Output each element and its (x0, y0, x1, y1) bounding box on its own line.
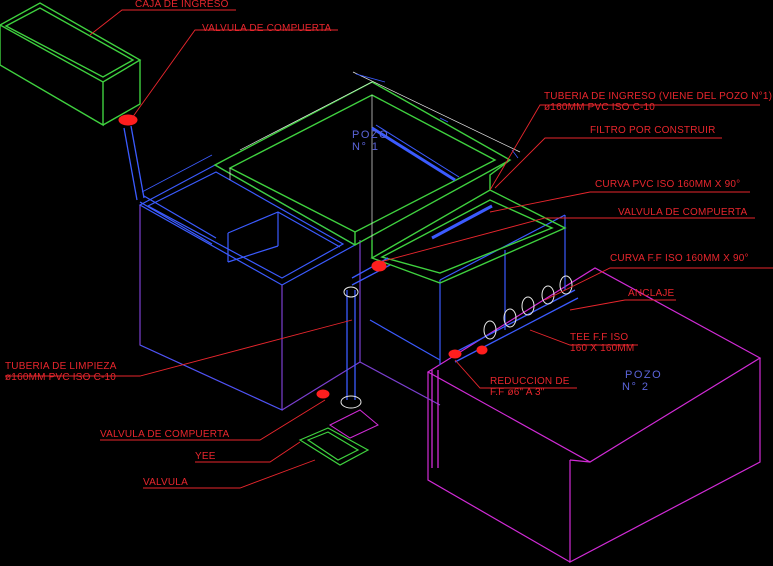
label-valvula-top: VALVULA DE COMPUERTA (202, 23, 332, 34)
filter-channel-1 (371, 124, 460, 182)
pozo-1-label-line2: N° 1 (352, 141, 380, 153)
curva-elbow (340, 286, 362, 409)
label-curva-pvc: CURVA PVC ISO 160MM X 90° (595, 179, 740, 190)
label-curva-ff: CURVA F.F ISO 160MM X 90° (610, 253, 749, 264)
pozo-2-label-line1: POZO (625, 369, 662, 381)
label-filtro: FILTRO POR CONSTRUIR (590, 125, 715, 136)
valve-tee2-icon (476, 345, 488, 355)
valve-caja-icon (118, 114, 138, 126)
pozo-2-tank (426, 267, 762, 563)
label-caja-ingreso: CAJA DE INGRESO (135, 0, 229, 10)
filter-rim (213, 81, 567, 284)
label-tuberia-ingreso-1: TUBERIA DE INGRESO (VIENE DEL POZO N°1) (544, 91, 772, 102)
label-tee-1: TEE F.F ISO (570, 332, 628, 343)
label-limpieza-2: ø160MM PVC ISO C-10 (5, 372, 116, 383)
valve-middle-icon (371, 260, 387, 272)
pozo-2-label-line2: N° 2 (622, 381, 650, 393)
label-reduccion-2: F.F ø6" A 3" (490, 387, 545, 398)
label-valvula-bottom: VALVULA DE COMPUERTA (100, 429, 230, 440)
pozo-1-label-line1: POZO (352, 129, 389, 141)
label-valvula: VALVULA (143, 477, 188, 488)
label-yee: YEE (195, 451, 216, 462)
label-tee-2: 160 X 160MM (570, 343, 634, 354)
label-reduccion-1: REDUCCION DE (490, 376, 570, 387)
leader-lines (5, 9, 773, 489)
anclaje-blocks (483, 275, 573, 340)
label-limpieza-1: TUBERIA DE LIMPIEZA (5, 361, 117, 372)
inner-lines (229, 71, 521, 240)
label-valvula-mid: VALVULA DE COMPUERTA (618, 207, 748, 218)
valve-tee-icon (448, 349, 462, 359)
filter-channel-2 (431, 204, 493, 240)
label-anclaje: ANCLAJE (628, 288, 675, 299)
valve-bottom-icon (316, 389, 330, 399)
yee-fitting (298, 427, 370, 466)
valvula-base (328, 409, 379, 439)
caja-ingreso-box (0, 2, 142, 127)
label-tuberia-ingreso-2: ø160MM PVC ISO C-10 (544, 102, 655, 113)
